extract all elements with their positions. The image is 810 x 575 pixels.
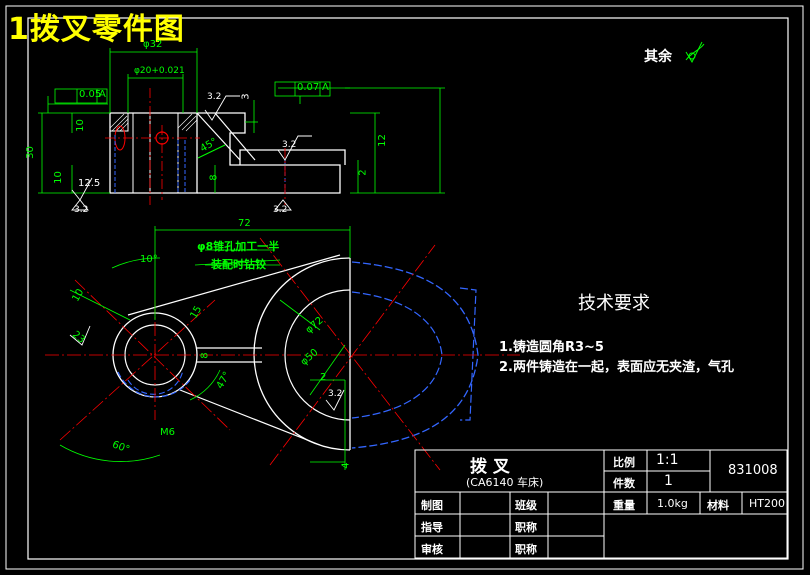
- roughness-3-2: 3.2: [328, 389, 343, 399]
- tech-requirement-item: 2.两件铸造在一起，表面应无夹渣，气孔: [499, 360, 734, 375]
- outer-frame: [5, 5, 804, 570]
- tech-requirement-item: 1.铸造圆角R3~5: [499, 340, 604, 355]
- weight-label: 重量: [613, 499, 635, 512]
- datum-left: A: [99, 89, 106, 100]
- plan-view: [45, 226, 520, 471]
- part-subtitle: (CA6140 车床): [466, 476, 544, 489]
- dim-10: 10: [74, 119, 86, 132]
- surface-finish-note: 其余: [644, 49, 672, 65]
- roughness-3-2: 3.2: [74, 205, 89, 215]
- tolerance-left: 0.05: [79, 89, 102, 100]
- count-value: 1: [664, 473, 673, 489]
- page-title: 1拨叉零件图: [8, 12, 185, 47]
- dim-2: 2: [357, 169, 369, 176]
- tolerance-right: 0.07: [297, 82, 320, 93]
- roughness-3-2: 3.2: [207, 92, 222, 102]
- assembly-note: 装配时钻铰: [211, 258, 266, 271]
- dim-30: 30: [24, 146, 36, 159]
- class-label: 班级: [515, 499, 537, 512]
- dim-d20: φ20+0.021: [134, 66, 185, 76]
- tech-requirements-heading: 技术要求: [578, 293, 650, 314]
- datum-right: A: [322, 82, 329, 93]
- instructor-label: 指导: [421, 521, 443, 534]
- scale-label: 比例: [613, 456, 635, 469]
- dim-4: 4: [340, 462, 352, 469]
- cone-hole-note: φ8锥孔加工一半: [197, 240, 280, 253]
- angle-10: 10°: [140, 254, 158, 265]
- dim-10: 10: [52, 171, 64, 184]
- dim-8-arm: 8: [199, 352, 211, 359]
- title-rank-label: 职称: [515, 521, 537, 534]
- roughness-3-2: 3.2: [273, 205, 288, 215]
- title-block: [414, 449, 788, 559]
- dim-8: 8: [208, 174, 220, 181]
- count-label: 件数: [613, 477, 635, 490]
- scale-value: 1:1: [656, 452, 679, 468]
- review-label: 审核: [421, 543, 443, 556]
- roughness-12-5: 12.5: [78, 178, 101, 189]
- dim-d32: φ32: [143, 39, 163, 50]
- material-value: HT200: [749, 497, 785, 510]
- thread-m6: M6: [160, 427, 175, 438]
- drawing-number: 831008: [728, 463, 778, 478]
- dim-72: 72: [238, 218, 251, 229]
- drawn-by-label: 制图: [421, 499, 443, 512]
- drawing-frame: [27, 17, 789, 560]
- dim-3: 3: [240, 93, 252, 100]
- dim-12: 12: [376, 134, 388, 147]
- roughness-3-2: 3.2: [282, 140, 297, 150]
- material-label: 材料: [707, 499, 729, 512]
- part-name: 拨 叉: [470, 457, 510, 477]
- title-rank-label: 职称: [515, 543, 537, 556]
- dim-2-bottom: 2: [320, 372, 327, 383]
- front-view: [38, 41, 705, 211]
- weight-value: 1.0kg: [657, 497, 688, 510]
